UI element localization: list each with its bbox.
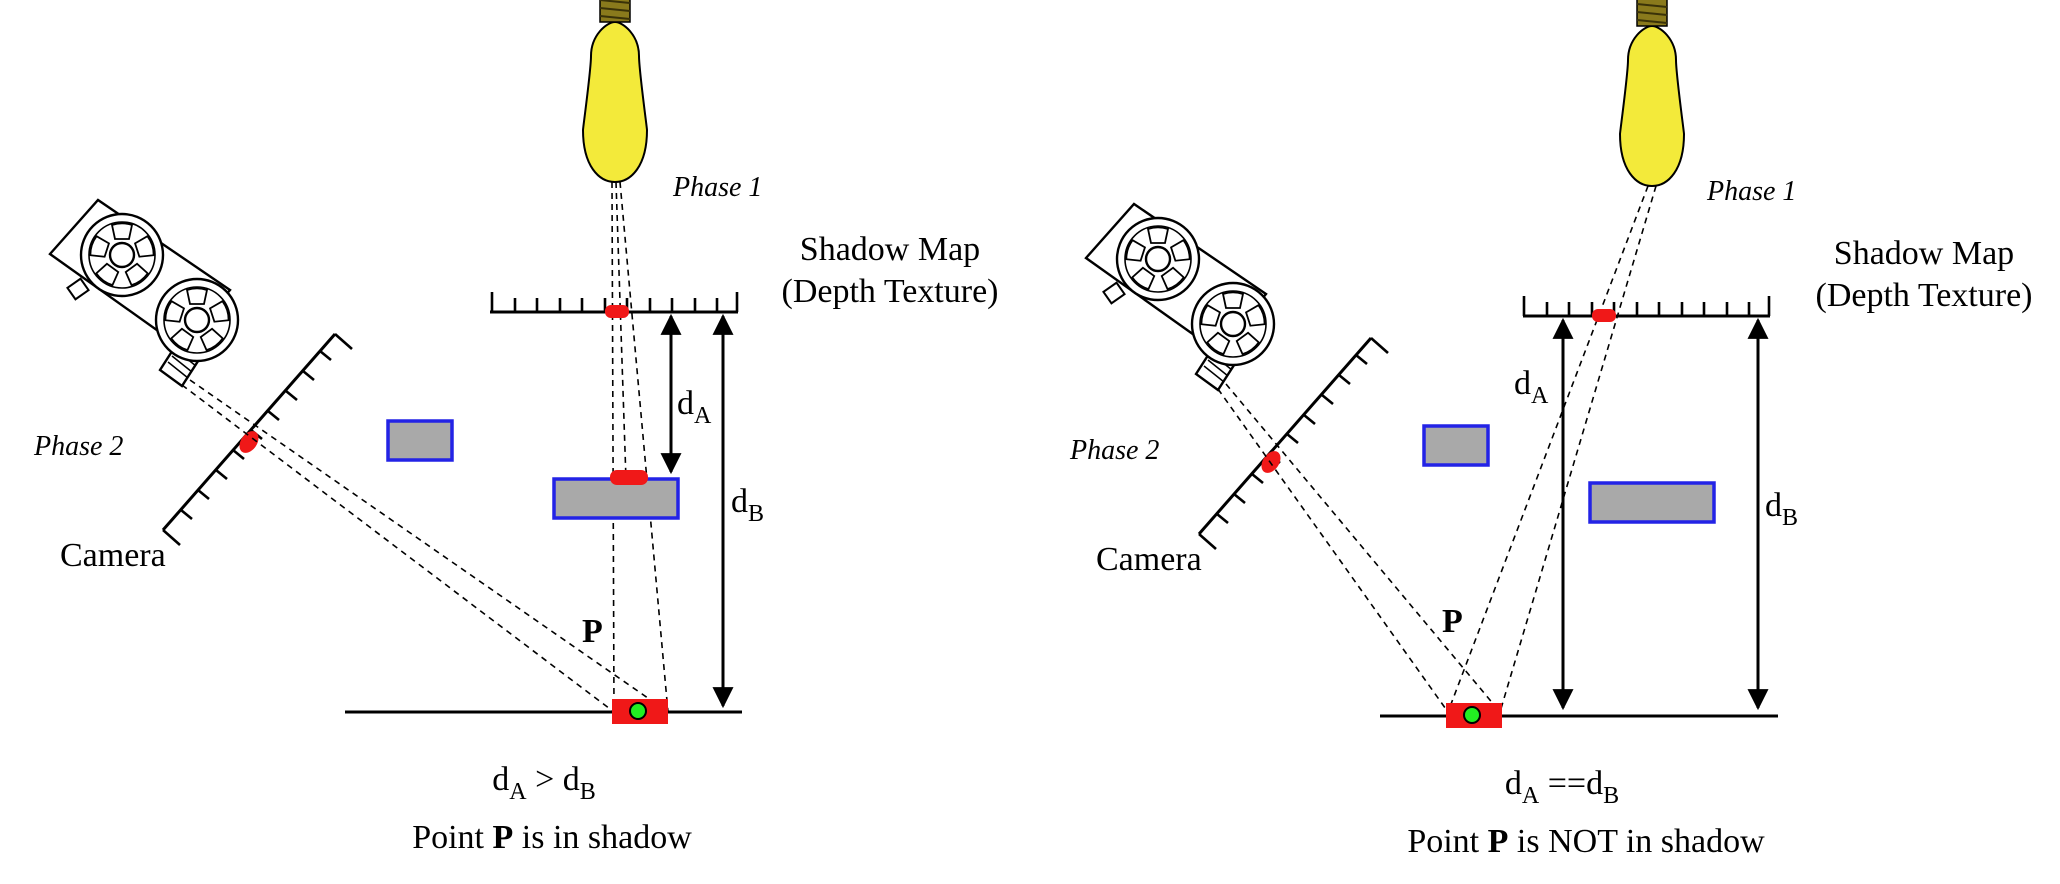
phase2-label: Phase 2 — [1069, 435, 1159, 466]
phase1-label: Phase 1 — [1706, 176, 1796, 207]
light-ray — [1499, 185, 1657, 713]
shadow-map-ruler — [1522, 296, 1771, 318]
comparison-text: dA ==dB — [1505, 765, 1619, 809]
comparison-text: dA > dB — [492, 761, 596, 805]
depth-texture-label: (Depth Texture) — [782, 273, 999, 310]
point-p-label: P — [582, 613, 603, 650]
shadow-map-label: Shadow Map — [1834, 235, 2014, 272]
result-text: Point P is NOT in shadow — [1407, 823, 1765, 860]
point-p-marker — [1463, 706, 1481, 724]
movie-camera-icon — [1086, 204, 1274, 390]
camera-label: Camera — [1096, 541, 1202, 578]
light-ray — [615, 181, 627, 481]
light-ray — [1447, 185, 1649, 713]
shadow-map-sample-marker — [605, 305, 629, 318]
camera-image-plane — [1197, 337, 1389, 550]
light-bulb-icon — [1619, 0, 1685, 187]
occluder-hit-marker — [610, 470, 648, 485]
dB-label: dB — [731, 483, 764, 527]
camera-sample-marker — [1261, 451, 1281, 473]
occluder-large — [552, 477, 680, 520]
point-p-label: P — [1442, 603, 1463, 640]
occluder-large — [1588, 481, 1716, 524]
light-ray — [611, 181, 615, 713]
dB-label: dB — [1765, 487, 1798, 531]
light-ray — [619, 181, 669, 713]
dA-label: dA — [1514, 365, 1549, 409]
camera-ray — [181, 384, 615, 713]
camera-label: Camera — [60, 537, 166, 574]
point-p-marker — [629, 702, 647, 720]
camera-ray — [189, 379, 669, 713]
panel-right: Phase 1 Shadow Map (Depth Texture) — [1069, 0, 2032, 860]
camera-ray — [1225, 383, 1501, 713]
shadow-map-sample-marker — [1592, 309, 1616, 322]
occluder-small — [386, 419, 454, 462]
depth-texture-label: (Depth Texture) — [1816, 277, 2033, 314]
result-text: Point P is in shadow — [412, 819, 692, 856]
dA-label: dA — [677, 385, 712, 429]
camera-sample-marker — [239, 431, 259, 453]
shadow-map-label: Shadow Map — [800, 231, 980, 268]
light-bulb-icon — [582, 0, 648, 183]
movie-camera-icon — [50, 200, 238, 386]
panel-left: Phase 1 Shadow Map (Depth Texture) — [33, 0, 998, 856]
occluder-small — [1422, 424, 1490, 467]
phase1-label: Phase 1 — [672, 172, 762, 203]
phase2-label: Phase 2 — [33, 431, 123, 462]
camera-ray — [1217, 388, 1449, 713]
